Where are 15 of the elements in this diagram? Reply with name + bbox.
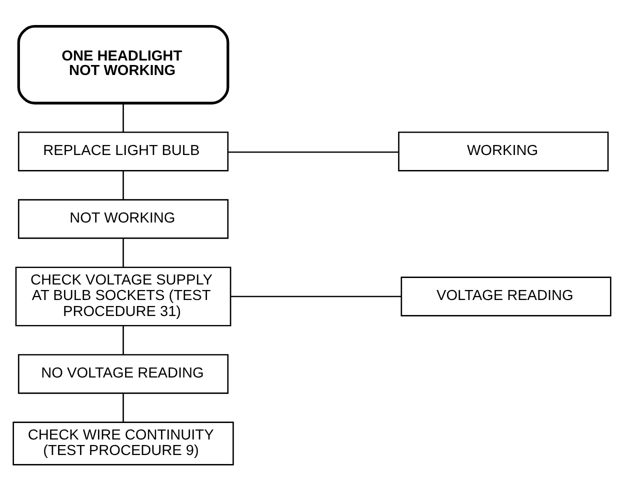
node-box: CHECK VOLTAGE SUPPLY AT BULB SOCKETS (TEST PROCEDURE 31) [15, 266, 232, 326]
connector [122, 104, 124, 132]
node-box: REPLACE LIGHT BULB [18, 132, 229, 172]
connector [122, 326, 124, 354]
node-box: VOLTAGE READING [400, 276, 612, 316]
connector [230, 296, 402, 298]
node-box: NOT WORKING [18, 199, 229, 239]
node-box: ONE HEADLIGHT NOT WORKING [17, 24, 230, 104]
node-box: CHECK WIRE CONTINUITY (TEST PROCEDURE 9) [12, 422, 234, 466]
connector [122, 238, 124, 267]
connector [228, 151, 398, 153]
connector [122, 171, 124, 200]
connector [122, 393, 124, 422]
node-box: WORKING [398, 132, 609, 172]
node-box: NO VOLTAGE READING [18, 354, 229, 394]
